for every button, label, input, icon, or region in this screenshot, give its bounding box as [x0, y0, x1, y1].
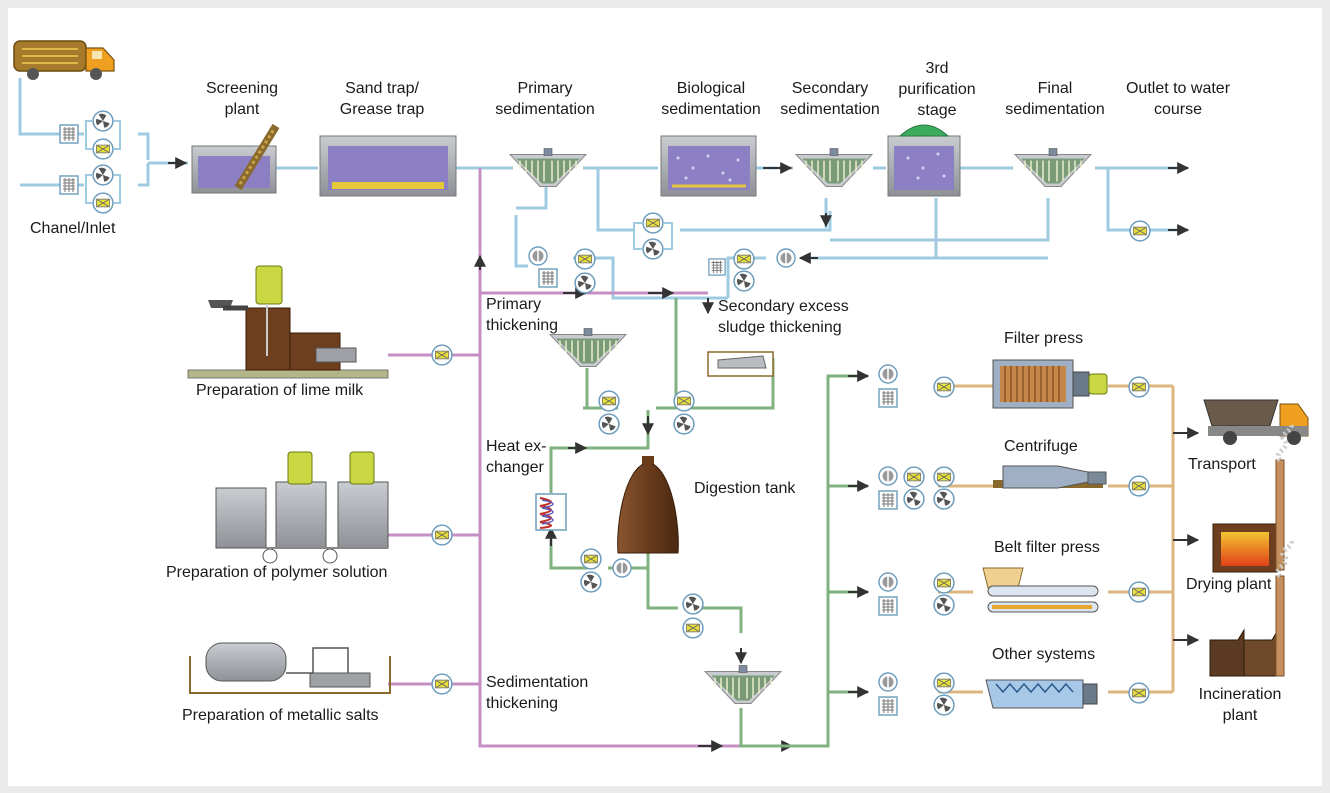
digestion-tank-icon	[617, 456, 679, 554]
belt-filter-label: Belt filter press	[994, 539, 1100, 556]
tanker-truck-icon	[13, 40, 115, 80]
digestion-label: Digestion tank	[694, 480, 796, 497]
other-systems-icon	[985, 679, 1098, 709]
lime-label: Preparation of lime milk	[196, 382, 364, 399]
incineration-plant-icon	[1209, 538, 1294, 677]
diagram-canvas	[13, 40, 1309, 752]
outlet-label: Outlet to water course	[1125, 80, 1231, 118]
excess-sludge-thickener-icon	[707, 351, 774, 377]
third-stage-label: 3rd purification stage	[898, 60, 976, 119]
return-pumps-icon	[528, 212, 1151, 294]
transport-label: Transport	[1188, 456, 1256, 473]
drying-label: Drying plant	[1186, 576, 1272, 593]
secondary-sed-label: Secondary sedimentation	[780, 80, 880, 118]
heat-exchanger-icon	[535, 493, 567, 531]
incineration-label: Incineration plant	[1198, 686, 1282, 724]
filter-press-icon	[992, 359, 1108, 409]
process-diagram: Chanel/Inlet Screening plant Sand trap/ …	[8, 8, 1322, 786]
polymer-valve-icon	[431, 524, 453, 546]
centrifuge-label: Centrifuge	[1004, 438, 1078, 455]
drying-plant-icon	[1212, 422, 1294, 573]
sand-trap-icon	[319, 135, 457, 197]
sedimentation-thickener-icon	[704, 664, 782, 705]
biological-tank-icon	[660, 135, 757, 197]
sed-thickening-label: Sedimentation thickening	[486, 674, 589, 712]
screening-plant-icon	[191, 123, 280, 194]
lime-valve-icon	[431, 344, 453, 366]
primary-sed-label: Primary sedimentation	[495, 80, 595, 118]
polymer-label: Preparation of polymer solution	[166, 564, 388, 581]
final-sed-label: Final sedimentation	[1005, 80, 1105, 118]
metallic-label: Preparation of metallic salts	[182, 707, 379, 724]
inlet-pumps-icon	[59, 110, 121, 214]
heat-exchanger-label: Heat ex- changer	[486, 438, 547, 476]
centrifuge-icon	[993, 465, 1107, 489]
screening-label: Screening plant	[205, 80, 279, 118]
bio-sed-label: Biological sedimentation	[661, 80, 761, 118]
lime-milk-unit-icon	[187, 265, 389, 379]
metallic-salts-valve-icon	[431, 673, 453, 695]
metallic-salts-unit-icon	[189, 642, 391, 694]
transport-truck-icon	[1203, 399, 1309, 445]
belt-filter-press-icon	[982, 567, 1099, 613]
primary-thickening-label: Primary thickening	[486, 296, 559, 334]
secondary-excess-label: Secondary excess sludge thickening	[718, 298, 849, 336]
filter-press-label: Filter press	[1004, 330, 1084, 347]
inlet-label: Chanel/Inlet	[30, 220, 116, 237]
final-clarifier-icon	[1014, 147, 1092, 188]
sand-trap-label: Sand trap/ Grease trap	[339, 80, 425, 118]
primary-clarifier-icon	[509, 147, 587, 188]
third-stage-icon	[887, 124, 961, 197]
polymer-unit-icon	[215, 451, 389, 564]
secondary-clarifier-icon	[795, 147, 873, 188]
other-systems-label: Other systems	[992, 646, 1096, 663]
